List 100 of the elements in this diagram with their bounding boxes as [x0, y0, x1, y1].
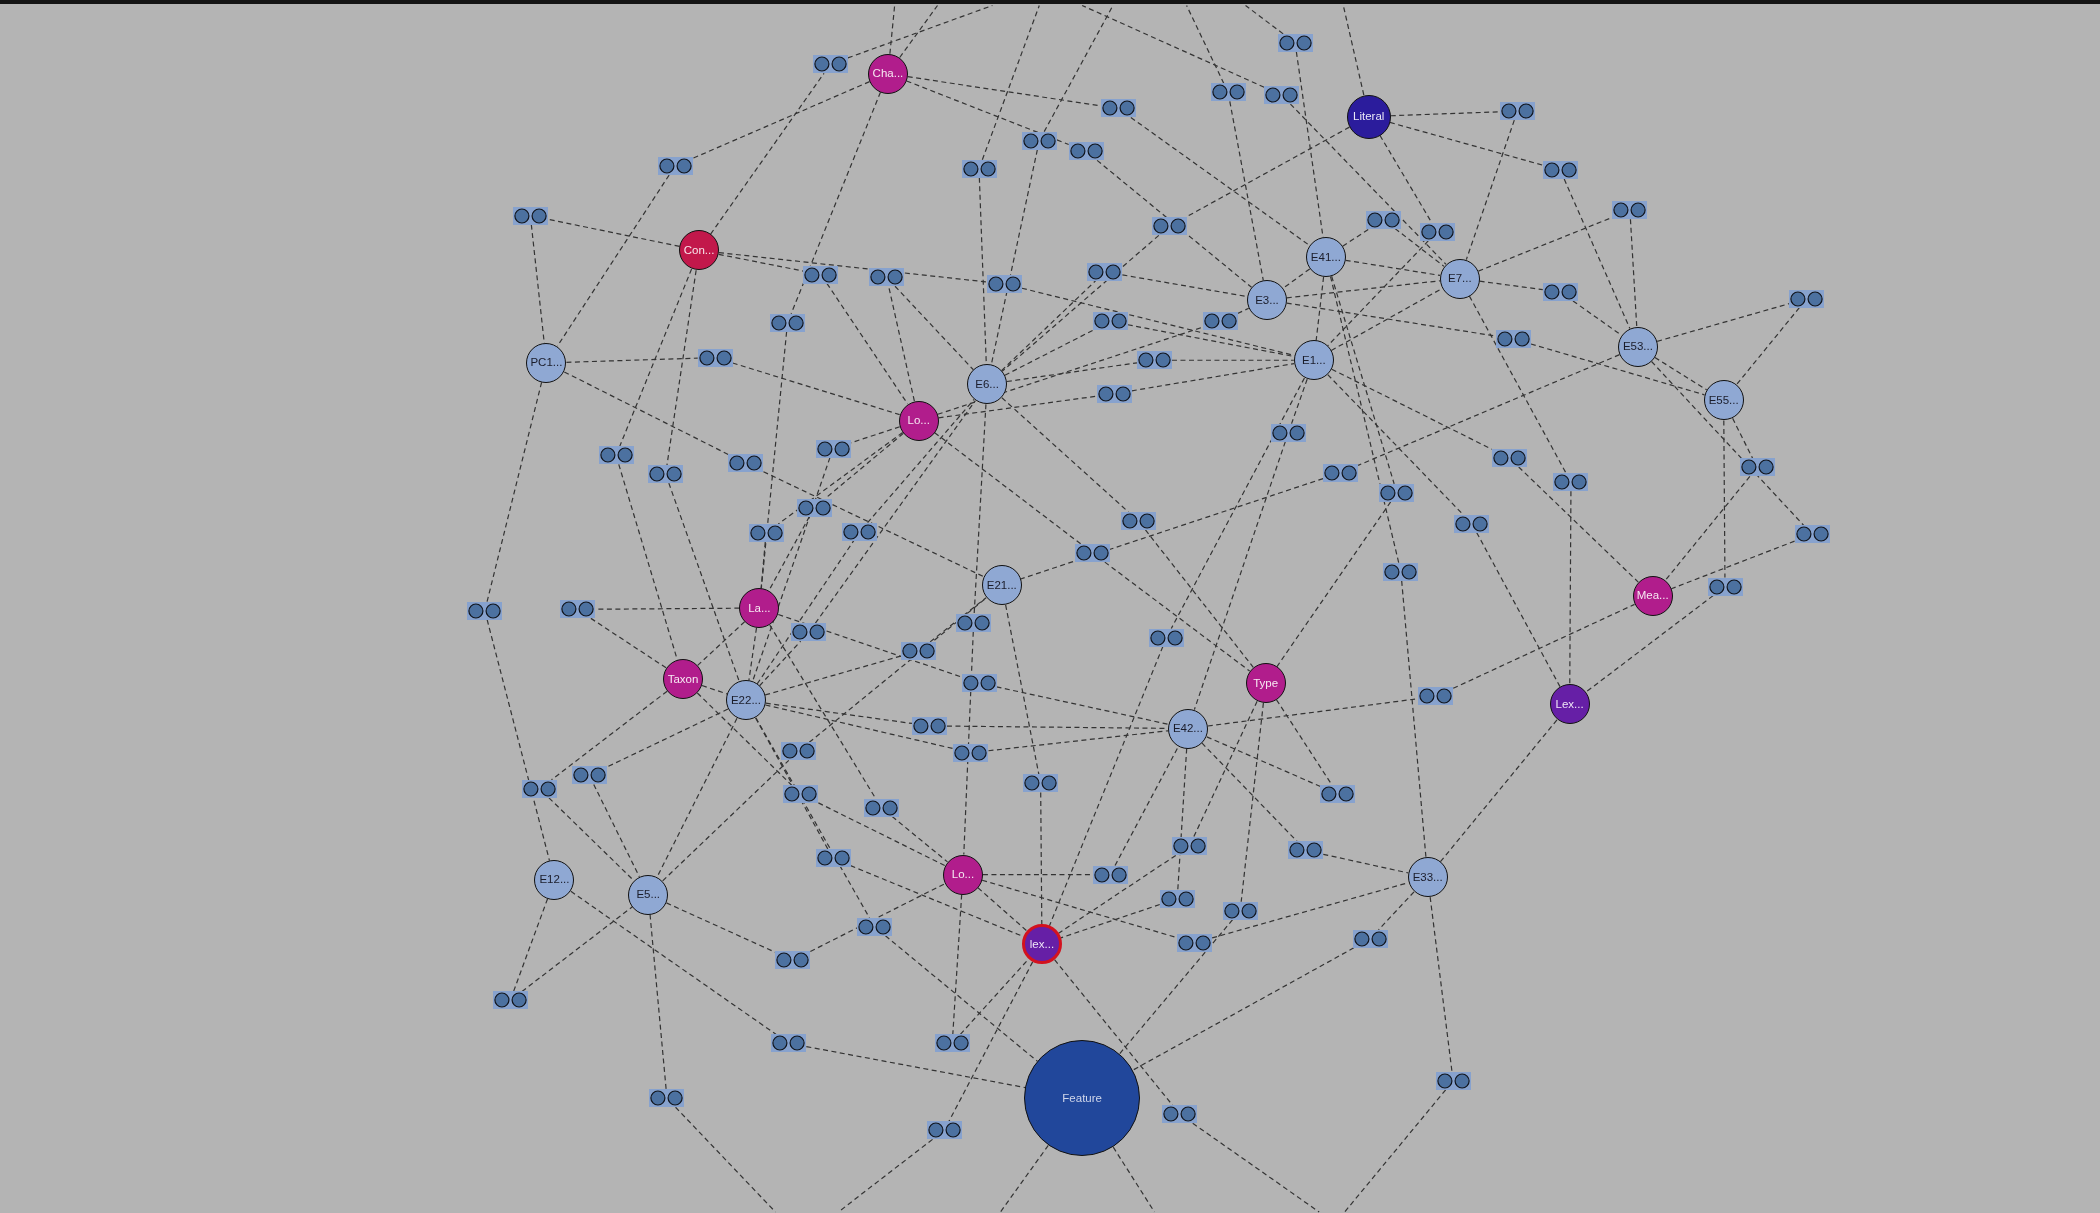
dashed-link: [748, 627, 758, 682]
dashed-link: [805, 1046, 1026, 1089]
dashed-link: [565, 357, 699, 363]
dashed-link: [1170, 377, 1306, 630]
dashed-link: [732, 362, 901, 416]
dashed-link: [1389, 121, 1544, 166]
dashed-link: [1130, 116, 1311, 247]
dashed-link: [814, 400, 976, 624]
dashed-link: [590, 617, 667, 669]
dashed-link: [1723, 419, 1726, 579]
dashed-link: [1465, 119, 1515, 261]
dashed-link: [1329, 276, 1400, 564]
node-label: Literal: [1353, 110, 1385, 123]
dashed-link: [691, 81, 871, 160]
dashed-link: [1177, 747, 1188, 891]
dashed-link: [981, 4, 1040, 161]
dashed-link: [662, 759, 790, 882]
dashed-link: [1205, 736, 1322, 788]
class-node: [1632, 575, 1673, 616]
dashed-link: [1518, 466, 1639, 583]
node-label: E5...: [636, 888, 661, 902]
dashed-link: [764, 655, 902, 696]
dashed-link: [550, 690, 668, 781]
class-node: [967, 364, 1008, 405]
dashed-link: [1344, 1089, 1447, 1213]
dashed-link: [1563, 178, 1631, 330]
dashed-link: [521, 906, 633, 993]
node-label: PC1...: [530, 356, 563, 370]
dashed-link: [1132, 947, 1355, 1071]
dashed-link: [1735, 307, 1800, 386]
dashed-link: [1439, 719, 1558, 863]
dashed-link: [1331, 368, 1493, 450]
class-node: [663, 659, 704, 699]
dashed-link: [701, 684, 728, 695]
dashed-link: [1081, 4, 1265, 88]
dashed-link: [888, 285, 915, 402]
dashed-link: [1585, 595, 1714, 693]
dashed-link: [1479, 280, 1544, 291]
class-node: [1246, 280, 1287, 320]
node-label: E21...: [986, 578, 1017, 592]
dashed-link: [899, 4, 939, 59]
dashed-link: [1240, 702, 1264, 903]
class-node: [898, 400, 939, 441]
class-node: [1549, 684, 1590, 725]
dashed-link: [1429, 896, 1453, 1073]
dashed-link: [570, 890, 777, 1035]
class-node: [725, 680, 766, 721]
dashed-link: [1290, 378, 1308, 425]
dashed-link: [995, 686, 1169, 725]
node-label: lex...: [1029, 937, 1055, 951]
dashed-link: [1060, 903, 1161, 939]
class-node: [526, 342, 567, 383]
dashed-link: [1452, 603, 1636, 689]
node-label: Con...: [683, 243, 715, 257]
dashed-link: [1001, 397, 1129, 513]
dashed-link: [656, 717, 738, 878]
dashed-link: [755, 717, 829, 851]
dashed-link: [710, 72, 825, 235]
class-node: [942, 854, 983, 895]
dashed-link: [1468, 295, 1567, 474]
dashed-link: [1282, 268, 1311, 289]
node-label: Mea...: [1636, 589, 1669, 603]
dashed-link: [1530, 343, 1706, 396]
dashed-link: [1327, 374, 1464, 516]
class-node: [1021, 924, 1062, 965]
dashed-link: [512, 898, 549, 993]
dashed-link: [668, 482, 740, 683]
class-node: [739, 588, 780, 629]
dashed-link: [777, 613, 963, 678]
node-label: E6...: [975, 377, 999, 391]
dashed-link: [1000, 280, 1097, 372]
dashed-link: [1096, 159, 1253, 288]
dashed-link: [606, 708, 729, 768]
class-node: [1703, 380, 1744, 421]
dashed-link: [1058, 854, 1177, 934]
dashed-link: [1569, 490, 1572, 686]
dashed-link: [696, 692, 793, 786]
dashed-link: [929, 597, 987, 643]
dashed-link: [765, 702, 913, 725]
dashed-link: [1193, 441, 1286, 711]
dashed-link: [1131, 362, 1295, 392]
class-node: [1407, 857, 1448, 898]
dashed-link: [1040, 791, 1043, 925]
node-label: Taxon: [667, 672, 699, 686]
dashed-link: [1315, 276, 1325, 341]
dashed-link: [1006, 362, 1138, 383]
class-node: [628, 874, 669, 915]
dashed-link: [973, 403, 987, 615]
dashed-link: [1192, 700, 1258, 839]
dashed-link: [977, 887, 1028, 932]
node-label: E7...: [1448, 272, 1472, 286]
node-label: E33...: [1412, 870, 1443, 884]
class-node: [1245, 663, 1286, 704]
class-node: [1293, 340, 1334, 381]
node-label: E41...: [1310, 250, 1341, 264]
dashed-link: [1118, 919, 1234, 1055]
dashed-link: [981, 879, 1178, 939]
node-label: La...: [748, 601, 771, 615]
dashed-link: [934, 432, 1082, 545]
node-label: E22...: [730, 693, 761, 707]
